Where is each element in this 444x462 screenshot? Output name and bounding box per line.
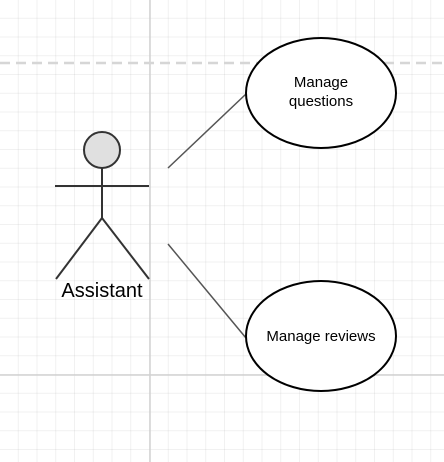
use-case-ellipse — [245, 37, 397, 149]
use-case-label-line: questions — [289, 93, 353, 110]
actor-head — [83, 131, 121, 169]
actor-label: Assistant — [61, 280, 143, 302]
actor-assistant[interactable] — [55, 131, 150, 280]
use-case-manage-reviews[interactable]: Manage reviews — [245, 280, 397, 392]
use-case-manage-questions[interactable]: Manage questions — [245, 37, 397, 149]
association-line-manage-questions[interactable] — [167, 93, 247, 169]
actor-right-leg — [101, 217, 150, 280]
actor-left-leg — [55, 217, 103, 280]
association-line-manage-reviews[interactable] — [167, 243, 247, 339]
use-case-label-line: Manage reviews — [266, 328, 375, 345]
use-case-ellipse — [245, 280, 397, 392]
use-case-label-line: Manage — [294, 74, 348, 91]
